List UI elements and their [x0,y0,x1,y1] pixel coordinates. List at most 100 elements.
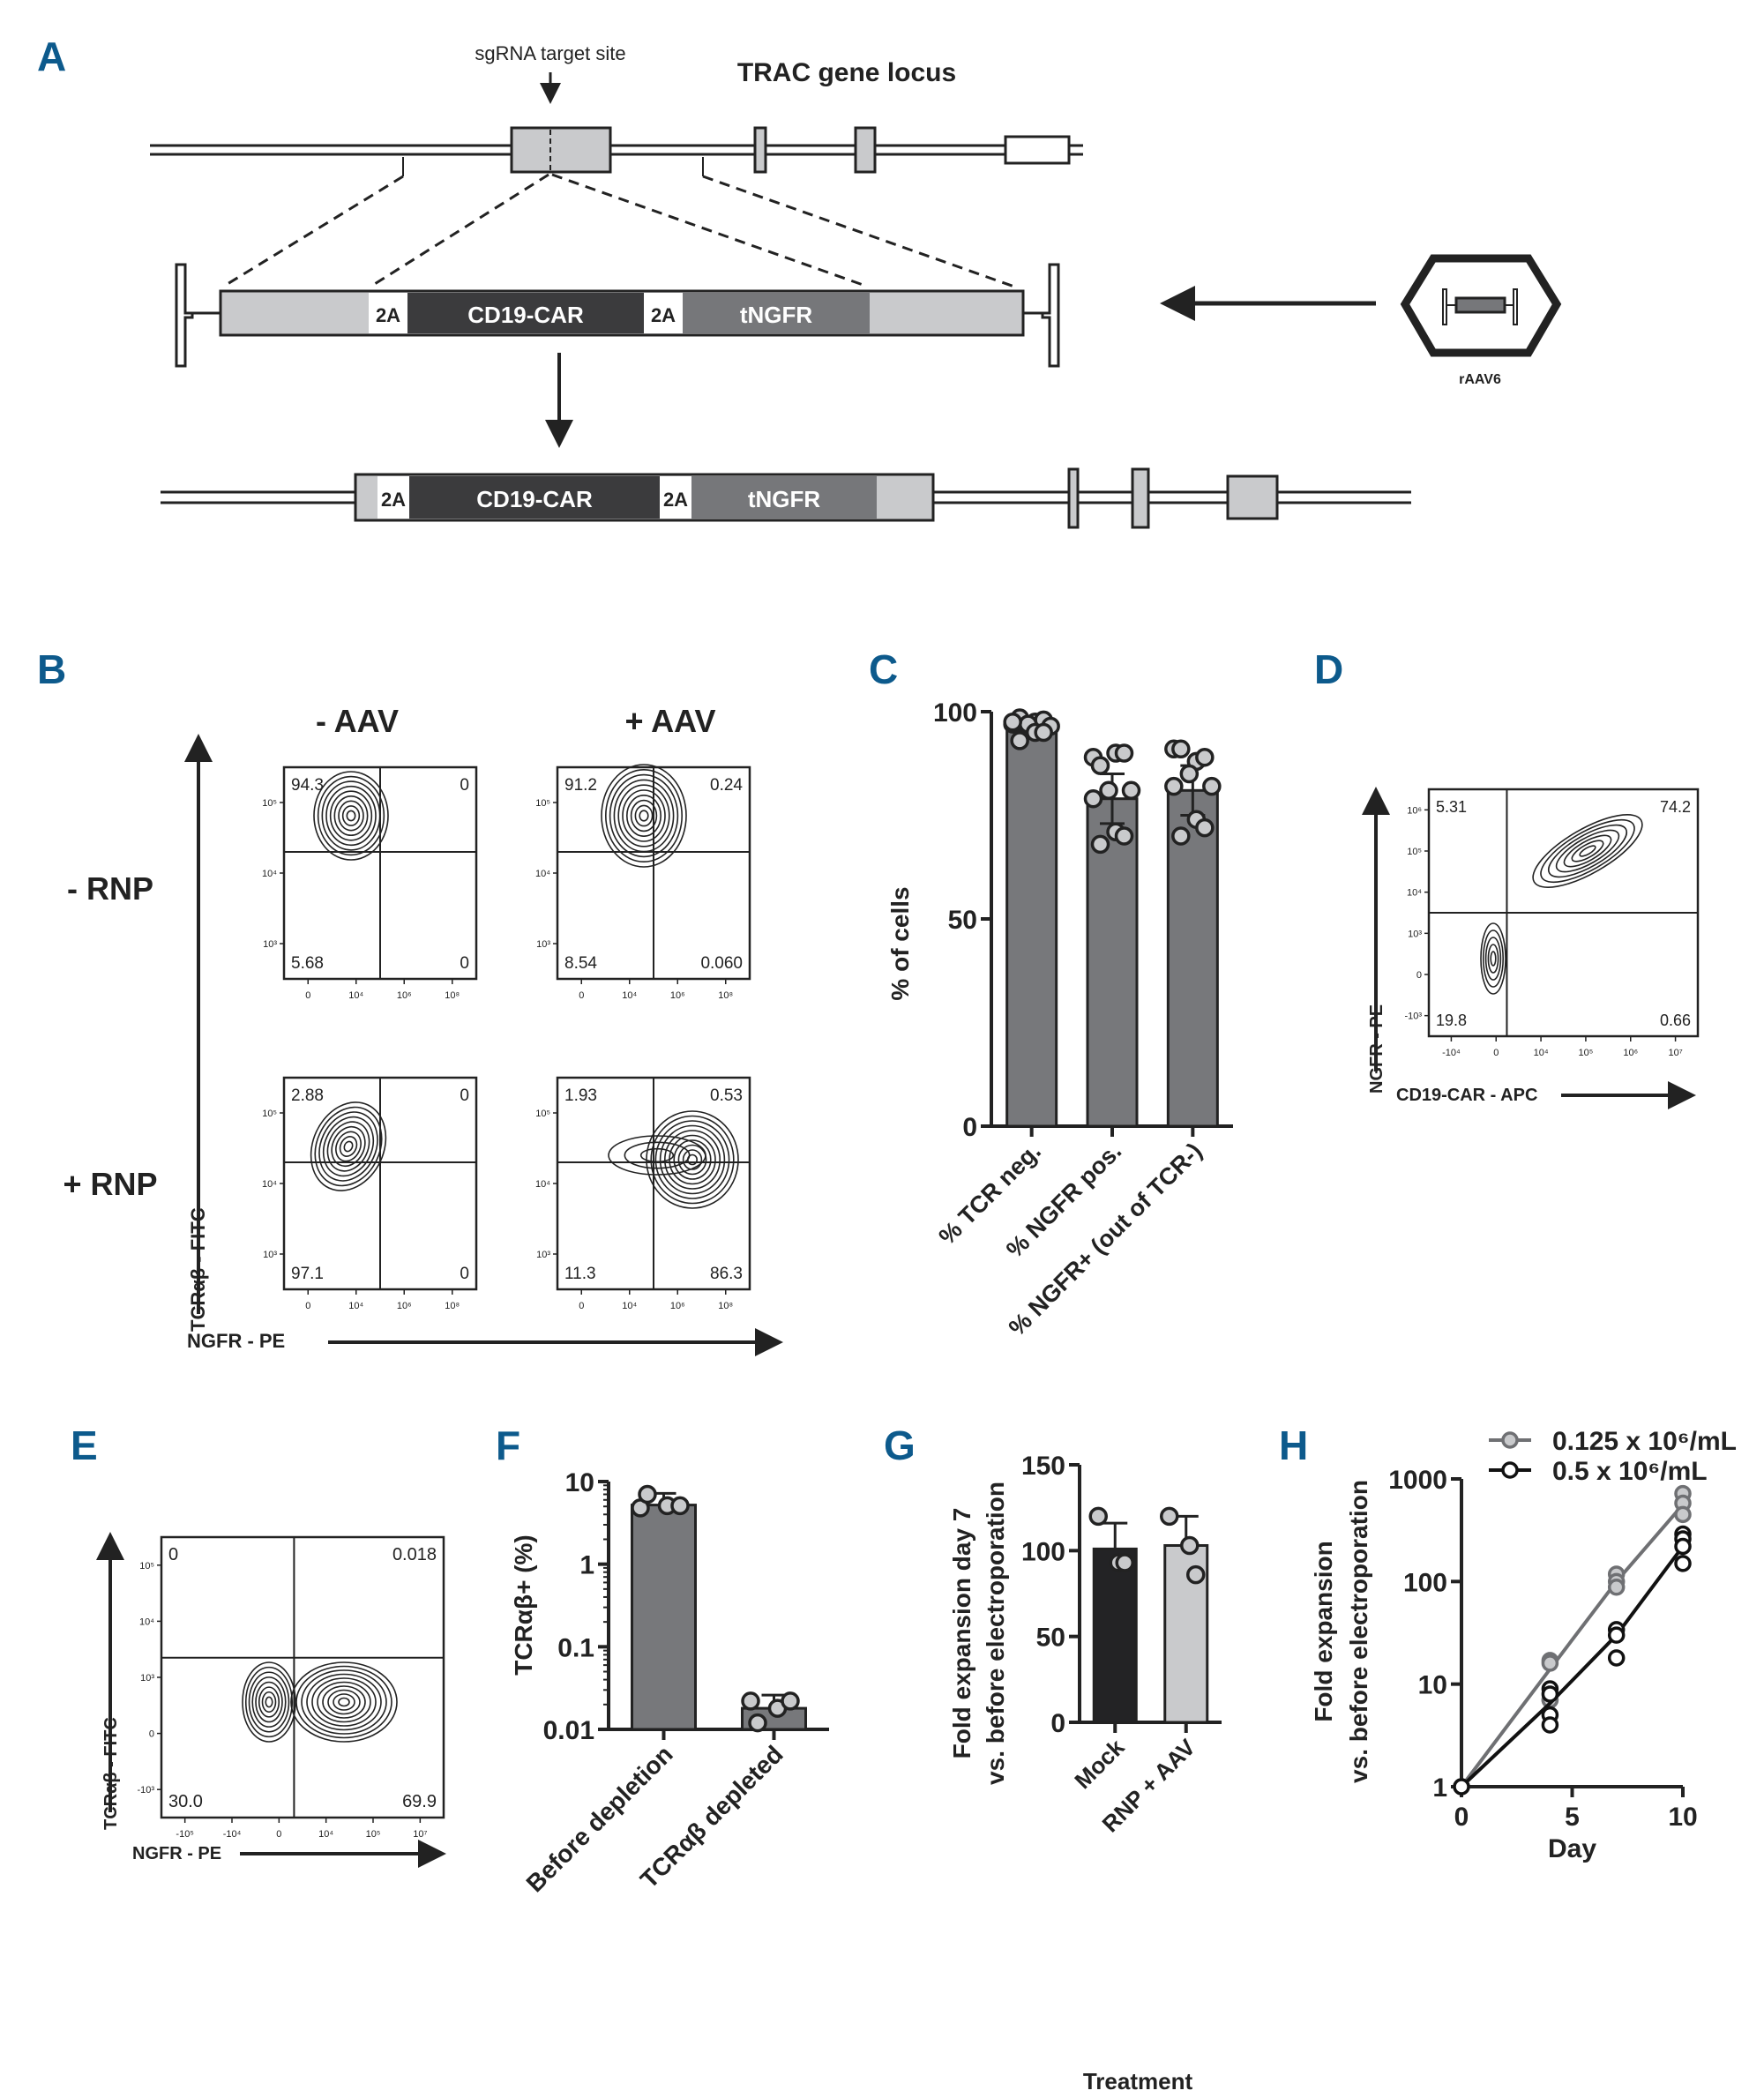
contour-line [326,1121,370,1172]
contour-line [333,1693,355,1711]
data-point [1607,1579,1626,1596]
t2a-1 [369,293,407,333]
locus-label: TRAC gene locus [737,58,956,87]
legend-marker-icon [1501,1431,1519,1449]
quadrant-value-ur: 0 [460,1086,469,1105]
panel-letter-c: C [869,646,898,692]
x-tick-label: 10 [1668,1803,1697,1832]
quadrant-value-ur: 0.53 [710,1086,743,1105]
g-y-axis-label: Fold expansion day 7 [948,1508,975,1759]
quadrant-value-ur: 0.24 [710,776,743,795]
quadrant-value-ul: 2.88 [291,1086,324,1105]
trac-locus [150,126,1083,176]
data-point [1114,826,1134,846]
x-tick-label: 0 [579,1301,584,1311]
y-tick-label: 10⁵ [262,1109,277,1119]
data-point [1541,1685,1559,1703]
f-y-axis-label: TCRαβ+ (%) [510,1534,537,1676]
contour-line [673,1139,712,1180]
tngfr-label: tNGFR [740,302,813,328]
panel-letter-g: G [884,1422,916,1468]
bar [1166,788,1219,1128]
y-tick-label: 0.1 [557,1633,594,1662]
panel-letter-h: H [1279,1422,1308,1468]
y-axis-label: TCRαβ - FITC [101,1717,121,1830]
data-point [638,1484,657,1504]
y-tick-label: 10⁵ [535,1109,550,1119]
x-tick-label: 10⁸ [445,990,460,1001]
contour-line [251,1676,287,1728]
contour-line [329,790,373,841]
quadrant-value-lr: 0 [460,1265,469,1283]
t2a-label: 2A [663,489,688,511]
x-tick-label: -10⁵ [176,1829,193,1840]
quadrant-value-lr: 0.060 [700,954,743,973]
contour-line [682,1149,703,1170]
x-axis-label: NGFR - PE [132,1844,221,1863]
data-point [1674,1537,1692,1556]
data-point [1088,1506,1108,1527]
contour-line [604,768,683,862]
data-point [1034,722,1053,743]
x-tick-label: 0 [1493,1048,1499,1058]
legend-label: 0.125 x 10⁶/mL [1552,1427,1737,1456]
contour-line [343,1140,354,1153]
quadrant-value-lr: 69.9 [402,1792,437,1811]
g-x-axis-label: Treatment [1083,2068,1193,2094]
y-tick-label: -10³ [1404,1012,1422,1022]
x-tick-label: 10⁵ [366,1829,381,1840]
itr-right-icon [1041,263,1060,368]
contour-line [617,784,670,847]
data-point [748,1713,767,1733]
data-point [1195,818,1215,838]
t2a-label: 2A [651,304,676,326]
data-point [1090,756,1110,775]
exon-2 [753,126,767,174]
contour-line [1487,944,1499,974]
y-tick-label: 10⁶ [1407,805,1422,816]
y-tick-label: 10⁵ [262,798,277,809]
data-point [670,1496,690,1516]
contour-line [314,1106,383,1187]
data-point [1083,788,1103,809]
data-point [1195,747,1215,767]
contour-line [639,810,649,822]
row-header-plus-rnp: + RNP [63,1166,157,1202]
contour-line [650,1115,735,1205]
data-point [741,1691,760,1711]
y-tick-label: 10⁴ [1407,888,1422,899]
contour-line [639,1147,675,1163]
quadrant-value-ur: 0.018 [392,1545,437,1564]
y-tick-label: 0.01 [543,1716,594,1745]
y-tick-label: 1 [1432,1773,1447,1803]
contour-line [261,1691,277,1713]
data-point [1160,1506,1179,1527]
contour-line [341,805,361,826]
data-point [781,1691,800,1711]
itr-left-icon [175,263,194,368]
y-tick-label: 10⁴ [262,1179,277,1190]
y-tick-label: 0 [1416,970,1422,981]
contour-line [1480,922,1506,995]
panel-a: A sgRNA target site TRAC gene locus [37,34,1562,529]
x-tick-label: 10⁵ [1579,1048,1594,1058]
contour-line [663,1130,721,1190]
data-point [1171,826,1191,846]
x-tick-label: 5 [1565,1803,1580,1832]
contour-line [325,785,377,847]
x-tick-label: Mock [1069,1734,1130,1795]
contour-line [659,1124,726,1195]
y-tick-label: 10³ [263,1250,277,1260]
data-point [1171,739,1191,759]
contour-line [634,804,654,827]
